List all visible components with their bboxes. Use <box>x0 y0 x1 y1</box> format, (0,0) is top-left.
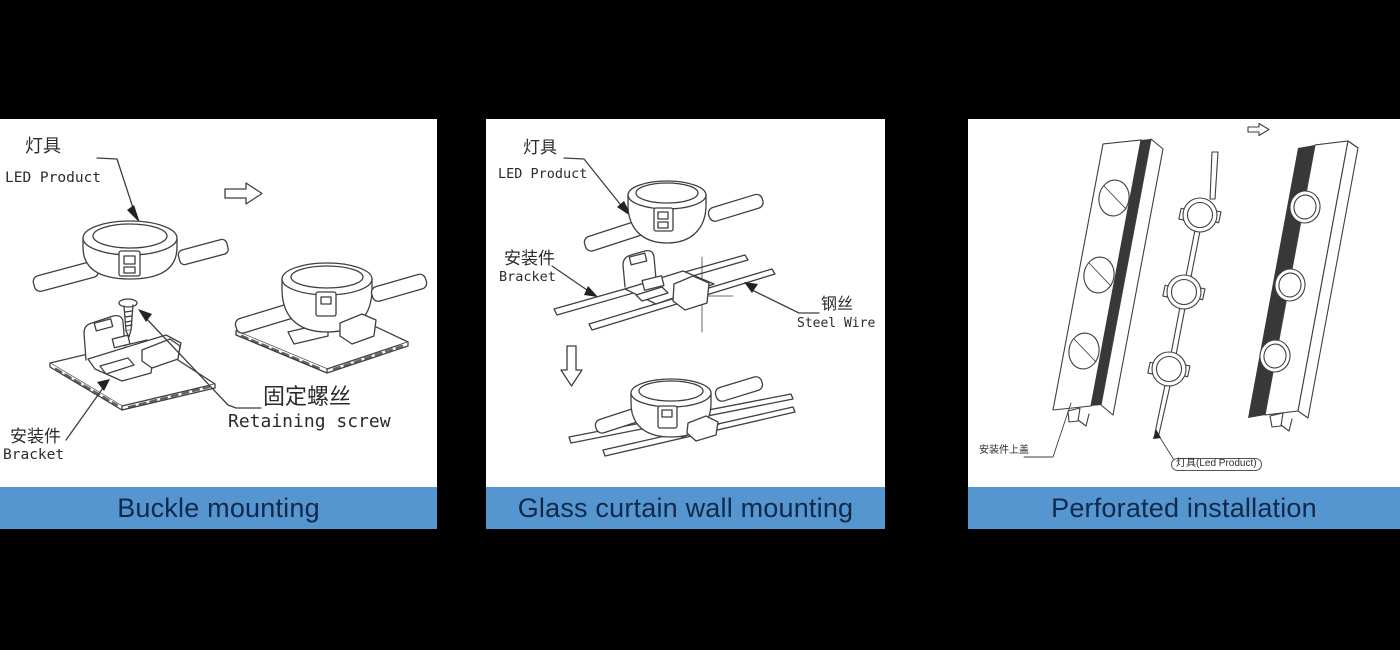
retaining-screw-drawing <box>118 298 138 338</box>
label-led-product-en: LED Product <box>498 166 588 182</box>
led-product-leader-line <box>96 157 140 223</box>
caption-buckle-mounting: Buckle mounting <box>0 487 437 529</box>
led-module-chain-drawing <box>1147 151 1222 435</box>
bracket-cover-leader-line <box>1023 402 1072 458</box>
label-led-product-zh: 灯具 <box>523 138 557 157</box>
installed-strip-drawing <box>1248 140 1359 432</box>
bracket-plate-drawing <box>49 314 216 411</box>
label-steel-wire-zh: 钢丝 <box>821 296 854 313</box>
buckle-mounting-drawing-area: 灯具 LED Product 安装件 Bracket 固定螺丝 Retainin… <box>0 119 437 487</box>
retaining-screw-leader-line <box>138 309 262 409</box>
led-module-drawing <box>32 220 229 293</box>
bracket-drawing <box>622 249 715 311</box>
perforated-installation-diagram <box>1023 122 1359 461</box>
perforated-drawing-area: 安装件上盖 灯具(Led Product) <box>968 119 1400 487</box>
label-led-product-zh: 灯具 <box>25 136 61 156</box>
caption-perforated-installation: Perforated installation <box>968 487 1400 529</box>
bracket-leader-line <box>65 379 110 441</box>
label-retaining-screw-en: Retaining screw <box>228 411 391 432</box>
assembled-module-drawing <box>568 376 796 457</box>
label-bracket-zh: 安装件 <box>10 427 61 446</box>
led-module-drawing <box>583 180 764 252</box>
panel-perforated-installation: 安装件上盖 灯具(Led Product) Perforated install… <box>968 119 1400 529</box>
label-bracket-en: Bracket <box>499 269 556 285</box>
led-product-leader-line <box>1153 429 1175 461</box>
caption-glass-curtain-wall-mounting: Glass curtain wall mounting <box>486 487 885 529</box>
bracket-leader-line <box>551 265 598 297</box>
steel-wire-leader-line <box>744 282 820 314</box>
assembled-module-drawing <box>234 262 428 374</box>
buckle-mounting-diagram <box>32 157 428 441</box>
label-led-product-en: LED Product <box>5 170 102 186</box>
perforated-strip-drawing <box>1052 138 1164 427</box>
label-steel-wire-en: Steel Wire <box>797 316 876 331</box>
label-bracket-cover-zh: 安装件上盖 <box>979 445 1029 456</box>
label-led-product: 灯具(Led Product) <box>1171 458 1262 471</box>
label-bracket-zh: 安装件 <box>504 249 555 268</box>
glass-curtain-drawing-area: 灯具 LED Product 安装件 Bracket 钢丝 Steel Wire <box>486 119 885 487</box>
label-bracket-en: Bracket <box>3 447 65 463</box>
glass-curtain-wall-diagram <box>551 157 820 457</box>
panel-glass-curtain-wall-mounting: 灯具 LED Product 安装件 Bracket 钢丝 Steel Wire… <box>486 119 885 529</box>
arrow-down-icon <box>560 345 583 387</box>
panel-buckle-mounting: 灯具 LED Product 安装件 Bracket 固定螺丝 Retainin… <box>0 119 437 529</box>
arrow-right-icon <box>224 182 263 205</box>
label-retaining-screw-zh: 固定螺丝 <box>263 384 352 409</box>
arrow-right-icon <box>1247 122 1270 137</box>
